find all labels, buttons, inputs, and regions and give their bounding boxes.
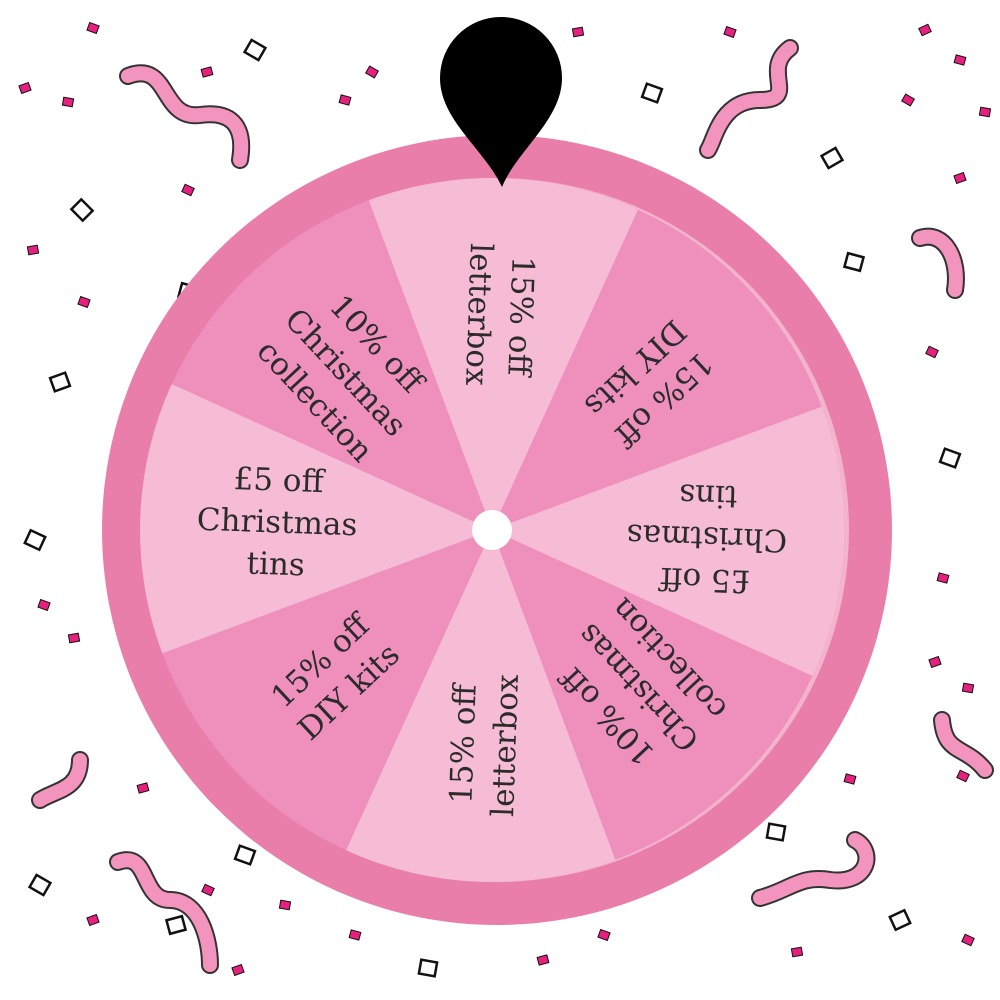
ribbon-streamer xyxy=(935,713,992,777)
wheel-segment xyxy=(492,530,813,860)
confetti-piece xyxy=(86,913,100,927)
wheel-segment xyxy=(162,530,492,851)
confetti-piece xyxy=(37,598,51,612)
confetti-piece xyxy=(338,94,352,106)
ribbon-streamer xyxy=(33,753,87,807)
confetti-piece xyxy=(961,682,975,694)
confetti-piece xyxy=(961,933,975,947)
segment-prize-label: 15% offletterbox xyxy=(458,243,541,388)
ribbon-decoration xyxy=(31,39,994,974)
confetti-outline-piece xyxy=(819,146,845,170)
confetti-piece xyxy=(918,23,932,37)
segment-prize-label: 15% offletterbox xyxy=(443,672,526,817)
confetti-piece xyxy=(200,66,214,78)
segment-prize-line: £5 off xyxy=(233,461,326,500)
confetti-outline-piece xyxy=(640,82,664,104)
wheel-segment xyxy=(139,384,492,654)
confetti-outline-piece xyxy=(417,958,439,978)
ribbon-streamer xyxy=(111,853,217,972)
confetti-decoration xyxy=(18,21,992,978)
wheel-segment xyxy=(492,209,822,530)
segment-prize-line: Christmas xyxy=(196,502,358,544)
map-pin-pointer-icon xyxy=(439,16,562,187)
confetti-piece xyxy=(953,54,967,66)
wheel-hub xyxy=(472,510,512,550)
confetti-piece xyxy=(231,963,245,977)
confetti-piece xyxy=(278,899,292,911)
confetti-piece xyxy=(936,572,950,584)
segment-prize-line: 15% off xyxy=(500,256,540,379)
confetti-outline-piece xyxy=(69,197,95,223)
confetti-piece xyxy=(571,26,585,38)
ribbon-streamer xyxy=(913,229,963,297)
segment-prize-label: £5 offChristmastins xyxy=(625,475,790,601)
confetti-piece xyxy=(956,769,970,783)
confetti-outline-piece xyxy=(888,908,912,932)
confetti-outline-piece xyxy=(765,822,787,842)
confetti-piece xyxy=(18,81,32,95)
confetti-piece xyxy=(348,929,362,941)
wheel-segment xyxy=(171,200,492,530)
segment-prize-line: tins xyxy=(246,545,305,583)
wheel-segment xyxy=(368,178,638,530)
confetti-outline-piece xyxy=(242,38,268,62)
wheel-segment xyxy=(346,530,616,883)
confetti-piece xyxy=(978,106,992,118)
confetti-piece xyxy=(723,25,737,39)
confetti-piece xyxy=(843,773,857,785)
segment-prize-line: £5 off xyxy=(658,560,751,599)
segment-prize-line: letterbox xyxy=(458,243,499,387)
confetti-piece xyxy=(953,171,967,185)
segment-prize-line: 15% off xyxy=(443,682,483,805)
confetti-piece xyxy=(61,96,75,108)
confetti-piece xyxy=(900,93,916,107)
confetti-piece xyxy=(67,632,81,644)
confetti-piece xyxy=(536,954,550,966)
confetti-outline-piece xyxy=(48,371,72,393)
confetti-piece xyxy=(925,345,939,359)
confetti-outline-piece xyxy=(23,528,47,552)
confetti-piece xyxy=(928,655,942,669)
wheel-segment xyxy=(492,406,844,676)
confetti-outline-piece xyxy=(842,251,866,273)
confetti-piece xyxy=(201,883,215,897)
confetti-piece xyxy=(364,65,380,79)
segment-prize-line: Christmas xyxy=(626,517,788,559)
segment-prize-line: tins xyxy=(679,477,738,515)
segment-prize-line: letterbox xyxy=(485,673,526,817)
segment-prize-label: £5 offChristmastins xyxy=(195,460,360,586)
ribbon-streamer xyxy=(701,41,797,157)
confetti-piece xyxy=(136,782,150,794)
confetti-outline-piece xyxy=(164,914,188,936)
confetti-piece xyxy=(77,295,91,309)
confetti-piece xyxy=(597,928,611,942)
confetti-outline-piece xyxy=(938,447,962,469)
confetti-piece xyxy=(181,183,195,197)
confetti-piece xyxy=(26,244,40,256)
ribbon-streamer xyxy=(121,66,249,167)
confetti-piece xyxy=(86,21,100,35)
confetti-outline-piece xyxy=(27,873,53,897)
confetti-outline-piece xyxy=(233,844,257,866)
ribbon-streamer xyxy=(753,833,874,905)
confetti-piece xyxy=(790,946,804,958)
